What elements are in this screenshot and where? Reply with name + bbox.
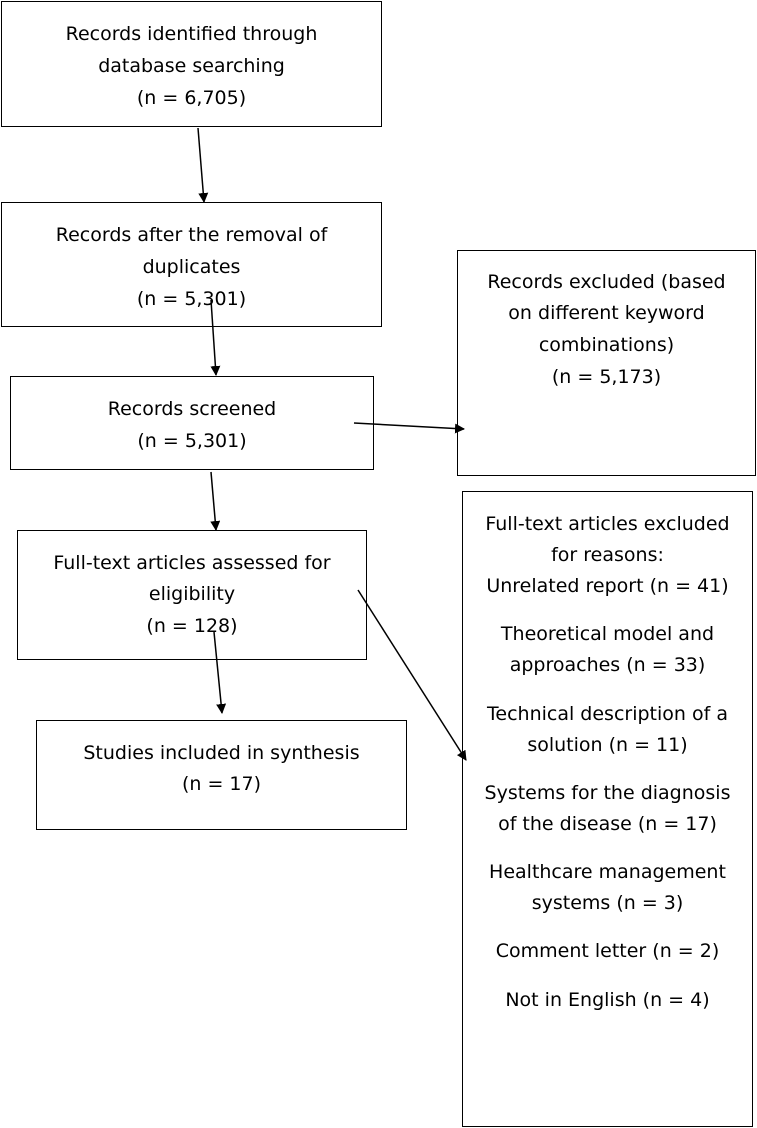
reason-comment-letter: Comment letter (n = 2): [495, 940, 720, 962]
records-excluded-count: (n = 5,173): [551, 366, 662, 388]
fulltext-assessed-line-1: Full-text articles assessed for: [53, 552, 331, 574]
studies-included-box: Studies included in synthesis (n = 17): [36, 720, 407, 830]
fulltext-excluded-line-2: for reasons:: [551, 544, 664, 566]
studies-included-count: (n = 17): [181, 773, 262, 795]
records-screened-line-1: Records screened: [107, 398, 277, 420]
records-excluded-line-3: combinations): [538, 334, 675, 356]
reason-technical-description-line-2: solution (n = 11): [527, 734, 688, 756]
records-after-duplicates-box: Records after the removal of duplicates …: [1, 202, 382, 327]
records-after-duplicates-line-2: duplicates: [142, 256, 241, 278]
arrow-identified-to-duplicates: [197, 127, 209, 203]
reason-technical-description-line-1: Technical description of a: [487, 703, 728, 725]
records-excluded-line-2: on different keyword: [508, 302, 705, 324]
fulltext-assessed-line-2: eligibility: [148, 583, 236, 605]
records-identified-line-2: database searching: [98, 55, 285, 77]
reason-not-in-english: Not in English (n = 4): [505, 989, 710, 1011]
reason-diagnosis-systems-line-1: Systems for the diagnosis: [484, 782, 731, 804]
records-identified-count: (n = 6,705): [136, 87, 247, 109]
records-excluded-line-1: Records excluded (based: [487, 271, 726, 293]
fulltext-assessed-count: (n = 128): [146, 615, 238, 637]
arrow-screened-to-fulltext: [210, 471, 221, 531]
records-identified-line-1: Records identified through: [65, 23, 318, 45]
records-screened-box: Records screened (n = 5,301): [10, 376, 374, 470]
reason-healthcare-management-line-2: systems (n = 3): [531, 892, 684, 914]
reason-healthcare-management-line-1: Healthcare management: [489, 861, 726, 883]
records-excluded-box: Records excluded (based on different key…: [457, 250, 756, 476]
fulltext-excluded-box: Full-text articles excluded for reasons:…: [462, 491, 753, 1127]
reason-unrelated-report: Unrelated report (n = 41): [486, 575, 729, 597]
fulltext-assessed-box: Full-text articles assessed for eligibil…: [17, 530, 367, 660]
records-screened-count: (n = 5,301): [137, 430, 247, 452]
records-after-duplicates-count: (n = 5,301): [136, 288, 247, 310]
reason-diagnosis-systems-line-2: of the disease (n = 17): [498, 813, 717, 835]
reason-theoretical-model-line-1: Theoretical model and: [500, 623, 715, 645]
records-after-duplicates-line-1: Records after the removal of: [55, 224, 328, 246]
fulltext-excluded-line-1: Full-text articles excluded: [485, 513, 730, 535]
records-identified-box: Records identified through database sear…: [1, 1, 382, 127]
studies-included-line-1: Studies included in synthesis: [83, 742, 360, 764]
reason-theoretical-model-line-2: approaches (n = 33): [509, 654, 706, 676]
